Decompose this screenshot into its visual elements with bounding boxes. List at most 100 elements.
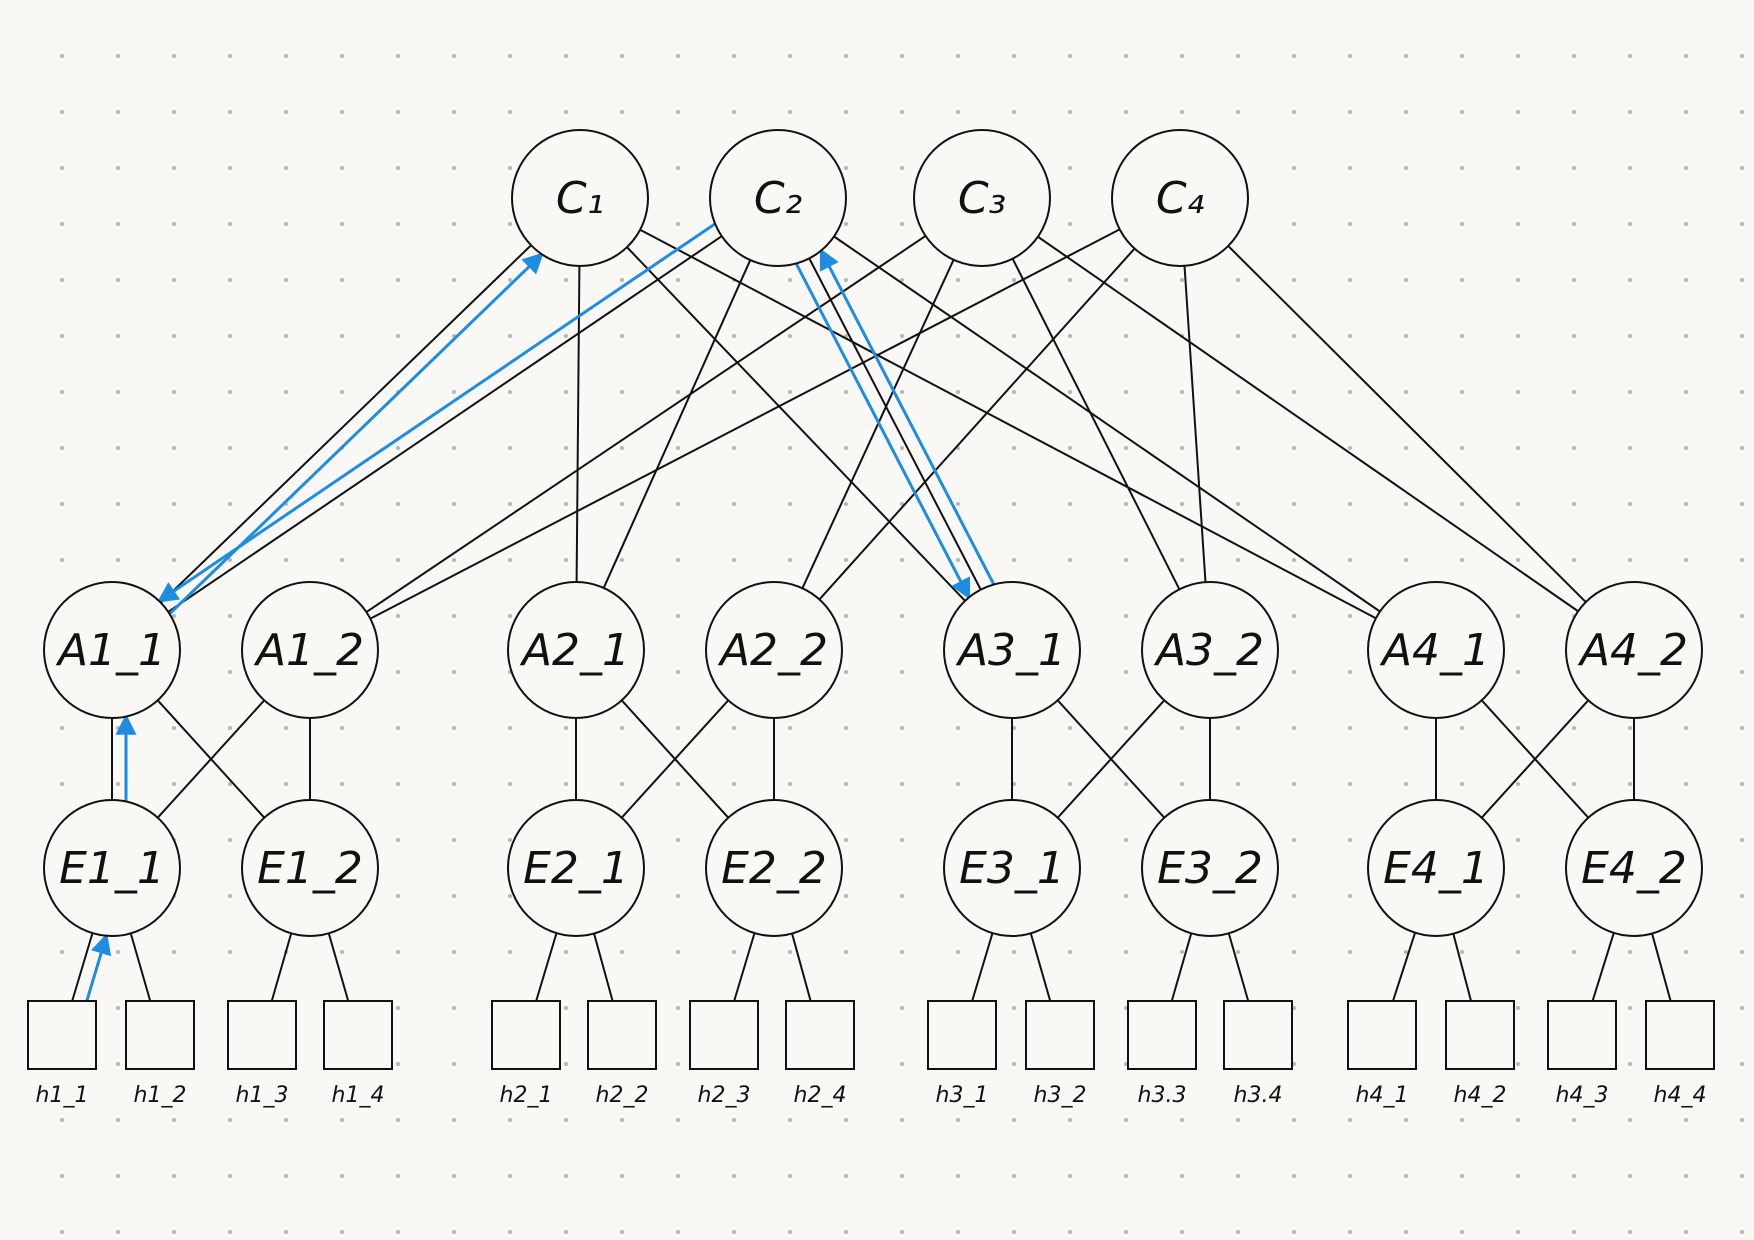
grid-dot [788,1174,792,1178]
grid-dot [396,950,400,954]
grid-dot [1292,166,1296,170]
grid-dot [508,502,512,506]
grid-dot [1348,782,1352,786]
aggregation-switch-label: A1_1 [55,625,166,676]
grid-dot [564,1230,568,1234]
grid-dot [1572,782,1576,786]
grid-dot [1516,278,1520,282]
grid-dot [1180,1118,1184,1122]
grid-dot [564,110,568,114]
grid-dot [1740,1062,1744,1066]
grid-dot [1068,782,1072,786]
host-node-h1_2: h1_2 [125,1000,195,1108]
core-switch-label: C₂ [754,173,802,224]
grid-dot [1516,1118,1520,1122]
grid-dot [564,446,568,450]
grid-dot [172,950,176,954]
grid-dot [340,1230,344,1234]
grid-dot [396,334,400,338]
host-node-h4_2: h4_2 [1445,1000,1515,1108]
grid-dot [452,614,456,618]
grid-dot [60,1230,64,1234]
link-c1-a3_1 [626,246,966,602]
grid-dot [1348,1118,1352,1122]
grid-dot [60,558,64,562]
edge-switch-circle [705,799,843,937]
grid-dot [1684,54,1688,58]
grid-dot [1740,166,1744,170]
grid-dot [1516,390,1520,394]
host-node-h4_4: h4_4 [1645,1000,1715,1108]
grid-dot [60,54,64,58]
grid-dot [676,54,680,58]
grid-dot [1124,110,1128,114]
host-square [323,1000,393,1070]
grid-dot [1068,726,1072,730]
grid-dot [1124,726,1128,730]
grid-dot [1740,1006,1744,1010]
edge-switch-circle [43,799,181,937]
grid-dot [1404,390,1408,394]
grid-dot [1068,1118,1072,1122]
grid-dot [732,558,736,562]
grid-dot [564,1006,568,1010]
grid-dot [1236,558,1240,562]
grid-dot [676,950,680,954]
grid-dot [564,1174,568,1178]
grid-dot [1292,614,1296,618]
grid-dot [284,558,288,562]
grid-dot [1068,54,1072,58]
grid-dot [676,1230,680,1234]
grid-dot [788,726,792,730]
grid-dot [452,1118,456,1122]
grid-dot [116,278,120,282]
grid-dot [396,558,400,562]
grid-dot [452,950,456,954]
grid-dot [228,1174,232,1178]
grid-dot [172,54,176,58]
grid-dot [1236,1230,1240,1234]
grid-dot [732,726,736,730]
grid-dot [172,782,176,786]
grid-dot [1068,110,1072,114]
grid-dot [1348,222,1352,226]
grid-dot [844,782,848,786]
grid-dot [620,782,624,786]
grid-dot [564,54,568,58]
grid-dot [844,110,848,114]
grid-dot [1068,390,1072,394]
grid-dot [900,278,904,282]
host-label: h3.3 [1138,1083,1187,1108]
grid-dot [956,726,960,730]
grid-dot [900,1174,904,1178]
grid-dot [1180,1174,1184,1178]
grid-dot [732,54,736,58]
aggregation-switch-circle [1565,581,1703,719]
grid-dot [620,446,624,450]
grid-dot [340,390,344,394]
grid-dot [620,1230,624,1234]
grid-dot [508,894,512,898]
grid-dot [1516,1062,1520,1066]
link-c3-a3_2 [1011,258,1181,590]
grid-dot [732,334,736,338]
aggregation-switch-label: A3_1 [955,625,1066,676]
grid-dot [1628,558,1632,562]
grid-dot [676,390,680,394]
grid-dot [1236,726,1240,730]
grid-dot [844,1118,848,1122]
grid-dot [1236,334,1240,338]
grid-dot [956,110,960,114]
grid-dot [1460,1230,1464,1234]
grid-dot [1460,278,1464,282]
link-e4_2-h4_3 [1591,932,1615,1002]
core-switch-node-c3: C₃ [913,129,1051,267]
grid-dot [284,222,288,226]
grid-dot [1012,390,1016,394]
grid-dot [1516,1174,1520,1178]
grid-dot [228,110,232,114]
aggregation-switch-node-a2_1: A2_1 [507,581,645,719]
grid-dot [1348,278,1352,282]
grid-dot [1628,1062,1632,1066]
